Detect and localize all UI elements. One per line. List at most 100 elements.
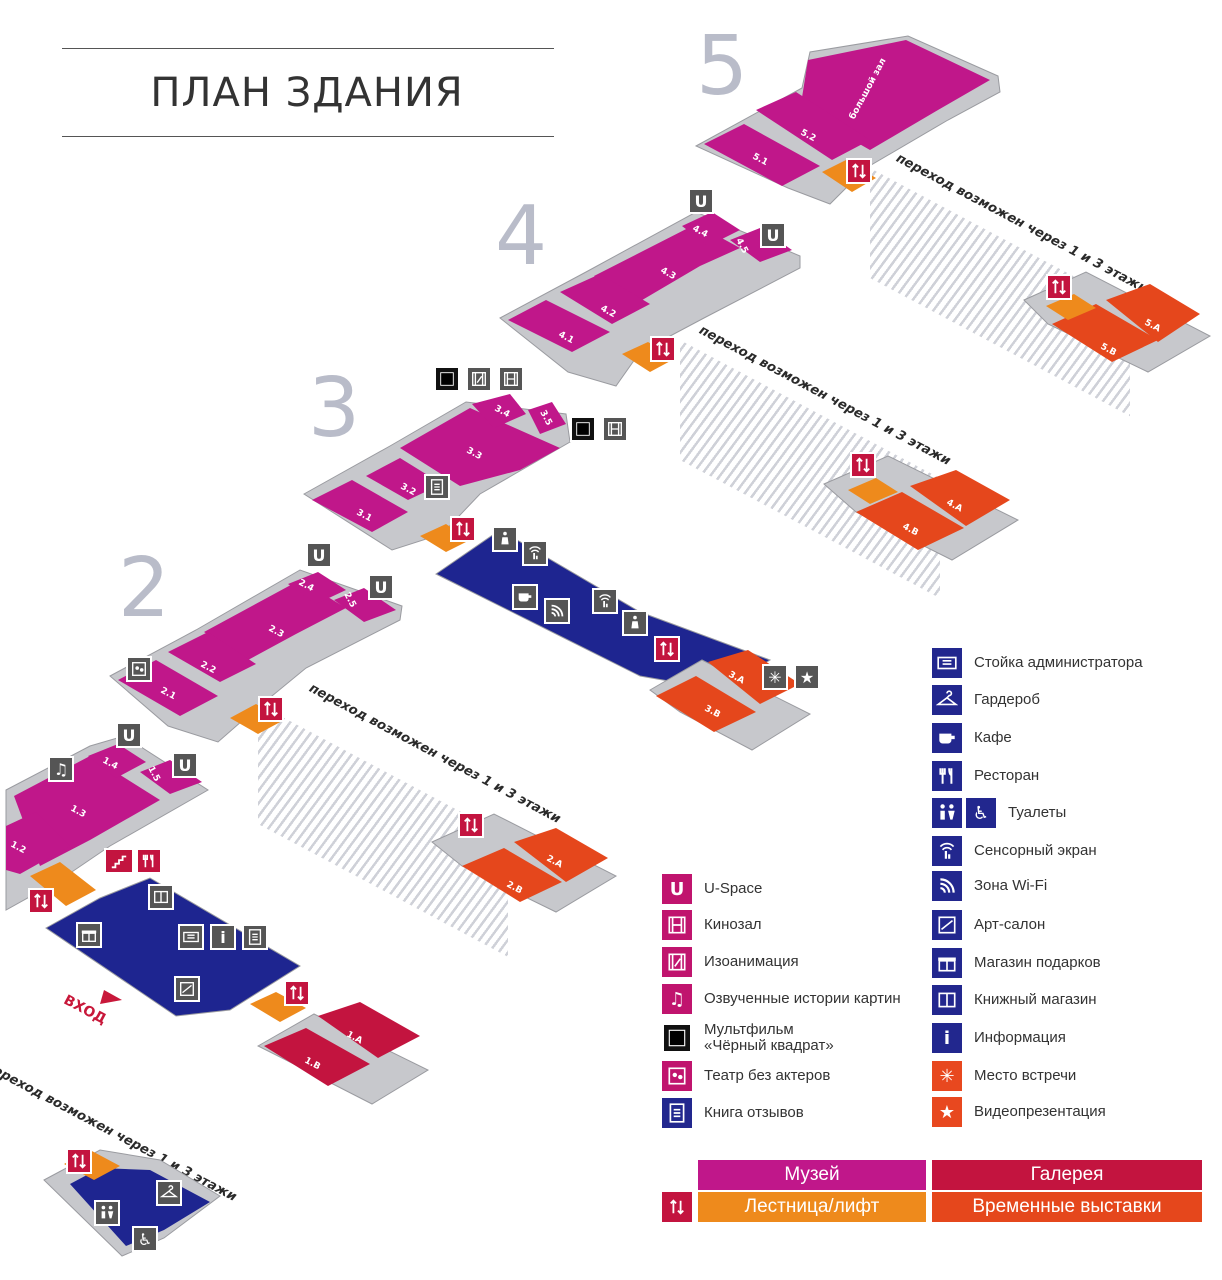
map-u-2-5: U — [368, 574, 394, 600]
animation-icon — [466, 366, 492, 392]
stairs-5-temp — [1046, 294, 1096, 320]
stairs-2 — [230, 704, 284, 734]
legend-item-wifi: Зона Wi-Fi — [932, 871, 1047, 901]
stairs-1b — [250, 992, 306, 1022]
map-accessible-0: ♿ — [132, 1226, 158, 1252]
key-gallery: Галерея — [932, 1160, 1202, 1190]
key-stairs-icon-box — [660, 1190, 694, 1224]
legend-label: Видеопрезентация — [974, 1103, 1106, 1120]
legend-label: U-Space — [704, 880, 763, 897]
room-4-3 — [594, 224, 740, 306]
room-4-2 — [560, 274, 650, 324]
legend-item-meeting-point: ✳ Место встречи — [932, 1061, 1076, 1091]
map-video-3: ★ — [794, 664, 820, 690]
map-music-1: ♫ — [48, 756, 74, 782]
map-toilet-0 — [94, 1200, 120, 1226]
legend-label: Туалеты — [1008, 804, 1067, 821]
page-title: ПЛАН ЗДАНИЯ — [150, 70, 464, 116]
guestbook-icon — [424, 474, 450, 500]
gift-icon — [932, 948, 962, 978]
room-3-1 — [312, 480, 408, 532]
legend-item-touchscreen: Сенсорный экран — [932, 836, 1097, 866]
legend-label: Театр без актеров — [704, 1067, 831, 1084]
floor-2 — [109, 569, 403, 743]
book-icon — [148, 884, 174, 910]
touchscreen-icon — [592, 588, 618, 614]
toilets-icon — [94, 1200, 120, 1226]
wheelchair-icon: ♿ — [966, 798, 996, 828]
film-icon — [498, 366, 524, 392]
stairs-lift-icon — [458, 812, 484, 838]
legend-item-restaurant: Ресторан — [932, 761, 1039, 791]
u-icon: U — [172, 752, 198, 778]
floor-number-4: 4 — [495, 189, 548, 284]
room-5-2 — [756, 92, 870, 160]
touchscreen-icon — [522, 540, 548, 566]
floor-1 — [5, 735, 306, 1022]
map-u-2-4: U — [306, 542, 332, 568]
legend-label: Мультфильм «Чёрный квадрат» — [704, 1021, 834, 1054]
black-square-icon — [662, 1023, 692, 1053]
toilets-icon — [622, 610, 648, 636]
theatre-icon — [662, 1061, 692, 1091]
map-stairs-0 — [66, 1148, 92, 1174]
map-toilet-3 — [492, 526, 518, 552]
public-1 — [45, 877, 301, 1017]
map-art-1 — [174, 976, 200, 1002]
stairs-lift-icon — [850, 452, 876, 478]
legend-item-black-square: Мультфильм «Чёрный квадрат» — [662, 1022, 834, 1054]
map-u-4-4: U — [688, 188, 714, 214]
map-stairs-2-temp — [458, 812, 484, 838]
coffee-icon — [512, 584, 538, 610]
u-icon: U — [688, 188, 714, 214]
stairs-4 — [622, 342, 676, 372]
map-black-square-3b — [570, 416, 596, 442]
map-stairs-5-temp — [1046, 274, 1072, 300]
map-theatre-2 — [126, 656, 152, 682]
room-3-2 — [366, 458, 442, 500]
map-stairs-3 — [450, 516, 476, 542]
stairs-lift-icon — [284, 980, 310, 1006]
legend-item-stories: ♫ Озвученные истории картин — [662, 984, 901, 1014]
map-stairs-4-temp — [850, 452, 876, 478]
room-2-B — [462, 848, 562, 902]
stairs-lift-icon — [650, 336, 676, 362]
gift-icon — [76, 922, 102, 948]
stairs-lift-icon — [660, 1190, 694, 1224]
legend-label: Кинозал — [704, 916, 762, 933]
info-icon: i — [932, 1023, 962, 1053]
wifi-icon — [544, 598, 570, 624]
map-gift-1 — [76, 922, 102, 948]
legend-item-bookshop: Книжный магазин — [932, 985, 1097, 1015]
legend-label: Стойка администратора — [974, 654, 1143, 671]
legend-item-art-salon: Арт-салон — [932, 910, 1045, 940]
map-stairs-4 — [650, 336, 676, 362]
admin-desk-icon — [932, 648, 962, 678]
book-icon — [932, 985, 962, 1015]
art-salon-icon — [174, 976, 200, 1002]
u-icon: U — [662, 874, 692, 904]
room-4-4 — [682, 212, 740, 246]
coffee-icon — [932, 723, 962, 753]
room-1-B — [264, 1028, 370, 1086]
guestbook-icon — [242, 924, 268, 950]
legend-item-guestbook: Книга отзывов — [662, 1098, 804, 1128]
title-rule-top — [62, 48, 554, 49]
legend-label: Кафе — [974, 729, 1012, 746]
legend-item-u-space: U U-Space — [662, 874, 762, 904]
map-stairs-3b — [654, 636, 680, 662]
map-info-1: i — [210, 924, 236, 950]
wheelchair-icon: ♿ — [132, 1226, 158, 1252]
wifi-icon — [932, 871, 962, 901]
room-2-4 — [288, 572, 346, 604]
stairs-1 — [30, 862, 96, 906]
legend-item-wardrobe: Гардероб — [932, 685, 1040, 715]
room-2-5 — [334, 588, 396, 622]
map-book-1 — [148, 884, 174, 910]
legend-label: Информация — [974, 1029, 1066, 1046]
room-4-B — [856, 492, 964, 550]
guestbook-icon — [662, 1098, 692, 1128]
floor-4-temp — [823, 455, 1020, 561]
legend-label: Место встречи — [974, 1067, 1077, 1084]
film-icon — [602, 416, 628, 442]
